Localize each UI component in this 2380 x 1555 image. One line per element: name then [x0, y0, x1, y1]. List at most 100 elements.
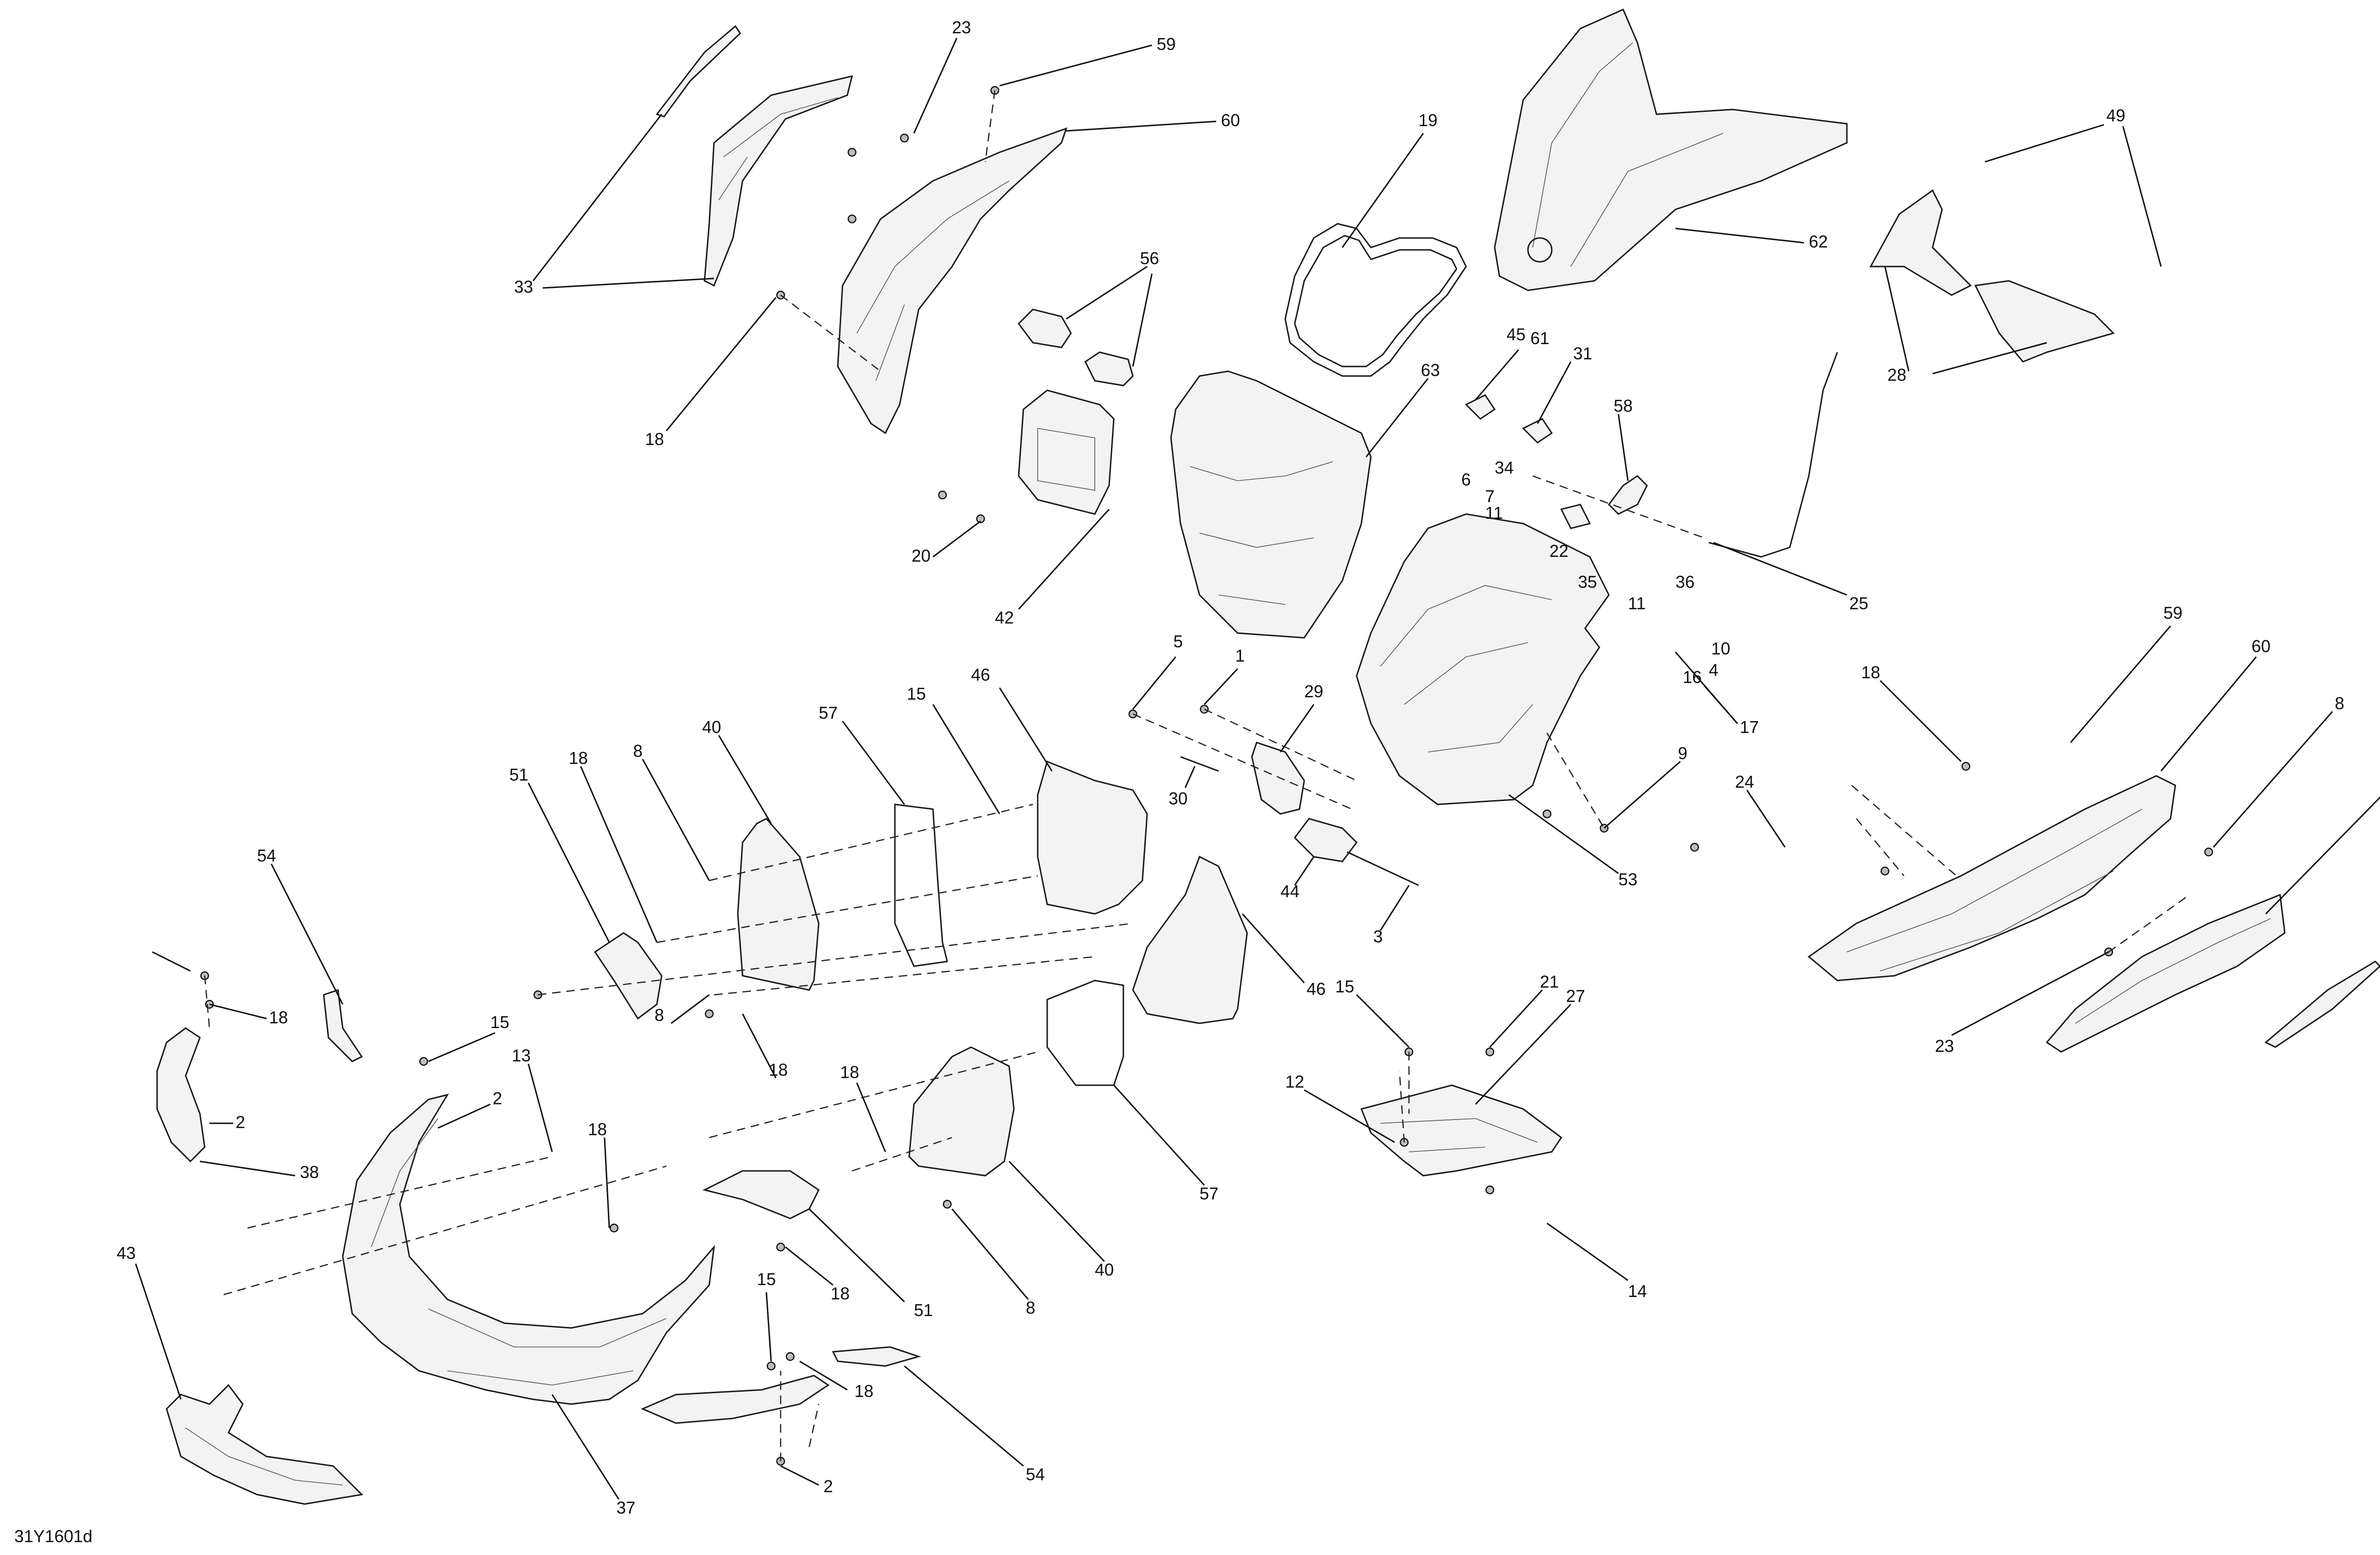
part-shapes	[156, 9, 2380, 1505]
fastener	[847, 214, 857, 224]
alignment-line	[808, 1404, 820, 1447]
callout-11: 11	[1485, 503, 1503, 523]
part-40-air-duct-upper	[737, 818, 820, 991]
leader-15b	[428, 1032, 496, 1062]
part-27-detail	[1380, 1118, 1538, 1152]
hardware-fasteners	[200, 86, 2213, 1466]
callout-15: 15	[757, 1269, 776, 1289]
alignment-line	[656, 875, 1038, 943]
callout-3: 3	[1373, 927, 1383, 946]
part-27-skid-plate	[1360, 1084, 1563, 1177]
callout-18: 18	[831, 1284, 850, 1303]
alignment-line	[2108, 894, 2190, 953]
leader-43	[135, 1263, 182, 1400]
leader-18h	[785, 1246, 833, 1286]
callout-29: 29	[1304, 682, 1323, 701]
callout-7: 7	[1485, 486, 1495, 506]
fastener	[1542, 809, 1552, 819]
part-53-front-frame	[1356, 513, 1610, 805]
callout-9: 9	[1678, 743, 1687, 763]
part-57-gasket-lower	[1046, 980, 1124, 1086]
callout-23: 23	[1935, 1036, 1954, 1056]
alignment-lines	[204, 90, 2190, 1461]
leader-62	[1675, 228, 1805, 244]
leader-51a	[527, 782, 610, 943]
callout-46: 46	[1307, 979, 1326, 999]
diagram-reference-code: 31Y1601d	[14, 1526, 92, 1546]
part-33-deflector-top	[655, 25, 741, 118]
callout-43: 43	[117, 1243, 136, 1263]
part-63-storage-bin	[1170, 370, 1372, 639]
leader-60b	[2160, 656, 2257, 772]
callout-61: 61	[1530, 328, 1549, 348]
leader-3	[1379, 885, 1410, 931]
leader-8d	[951, 1208, 1029, 1300]
callout-10: 10	[1711, 639, 1730, 658]
callout-45: 45	[1507, 325, 1526, 344]
callout-2: 2	[823, 1476, 833, 1496]
callout-28: 28	[1887, 365, 1906, 385]
callout-16: 16	[1683, 667, 1702, 687]
callout-62: 62	[1809, 232, 1828, 251]
callout-33: 33	[514, 277, 533, 297]
part-46-housing-upper	[1037, 760, 1148, 915]
fastener	[1961, 762, 1971, 771]
callout-18: 18	[840, 1062, 859, 1082]
leader-5	[1132, 656, 1177, 710]
callout-8: 8	[2335, 693, 2344, 713]
leader-49-b	[2122, 126, 2162, 267]
leader-18b	[1879, 680, 1962, 763]
callout-13: 13	[512, 1046, 531, 1065]
alignment-line	[1132, 713, 1352, 810]
part-29-bracket	[1251, 742, 1305, 815]
callout-54: 54	[257, 846, 276, 865]
leader-53	[1508, 794, 1619, 874]
fastener	[785, 1352, 795, 1361]
callout-20: 20	[912, 546, 931, 565]
part-43-lower-skirt	[166, 1384, 364, 1505]
leader-49-a	[1984, 124, 2104, 163]
leader-15a	[932, 704, 1001, 814]
part-37-detail	[371, 1118, 667, 1386]
part-60-side-panel-left	[837, 127, 1068, 435]
leader-1	[1203, 668, 1239, 705]
leader-56-a	[1066, 266, 1148, 320]
callout-23: 23	[952, 18, 971, 37]
callout-17: 17	[1740, 717, 1759, 737]
leader-42	[1018, 508, 1110, 610]
callout-63: 63	[1421, 360, 1440, 380]
part-46-housing-lower	[1132, 855, 1248, 1024]
alignment-line	[709, 803, 1033, 881]
leader-2a	[437, 1103, 491, 1129]
callout-18: 18	[769, 1060, 788, 1080]
alignment-line	[852, 1137, 952, 1172]
part-51-deflector-lower	[702, 1170, 820, 1219]
leader-29	[1279, 704, 1315, 753]
callout-4: 4	[1709, 660, 1718, 680]
part-22-bracket	[1560, 504, 1591, 529]
callout-60: 60	[1221, 110, 1240, 130]
part-60-detail	[856, 180, 1010, 381]
leader-63	[1365, 378, 1429, 457]
leader-24	[1746, 790, 1786, 848]
leader-8c	[671, 994, 710, 1024]
part-51-deflector-upper	[594, 932, 663, 1020]
part-31-clip	[1522, 418, 1553, 444]
part-57-gasket-upper	[894, 803, 948, 967]
fastener	[704, 1009, 714, 1019]
leader-33-a	[532, 114, 663, 281]
leader-23a	[913, 38, 958, 134]
leader-60a	[1066, 120, 1217, 132]
leader-18f	[742, 1013, 777, 1079]
leader-18i	[799, 1360, 848, 1391]
leader-32	[2265, 796, 2380, 915]
callout-31: 31	[1573, 344, 1592, 363]
leader-59a	[999, 44, 1152, 87]
callout-15: 15	[1335, 977, 1354, 996]
callout-1: 1	[1235, 646, 1245, 665]
part-60-right-detail	[1846, 809, 2142, 971]
fastener	[900, 133, 909, 143]
alignment-line	[223, 1165, 667, 1296]
leader-9	[1604, 761, 1681, 829]
